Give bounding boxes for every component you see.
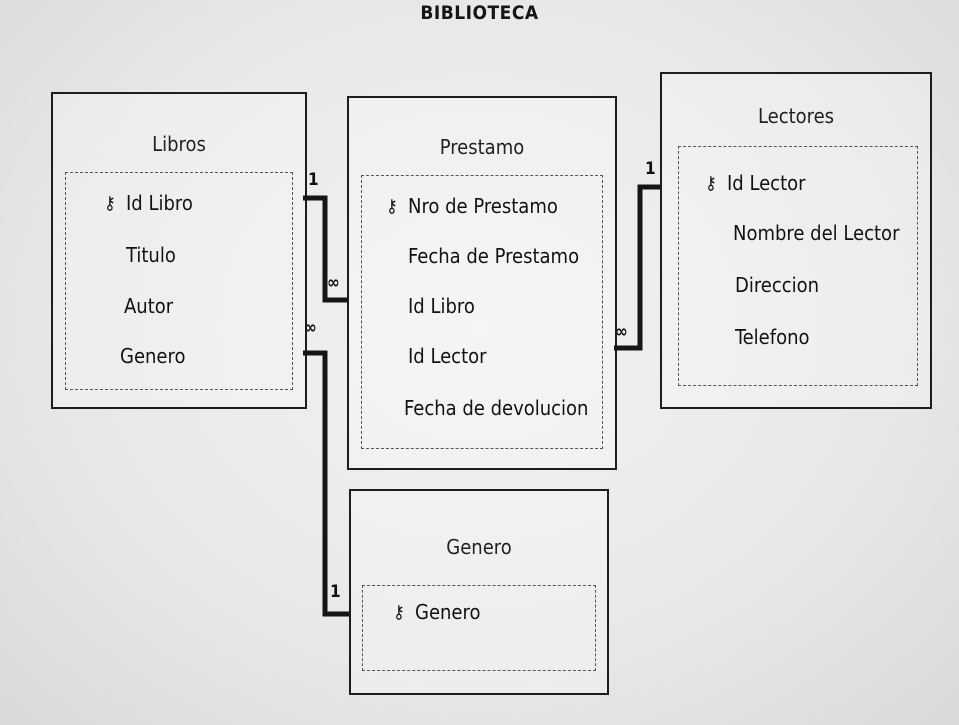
field-prestamo-nro-de-prestamo: ⚷Nro de Prestamo bbox=[386, 194, 558, 218]
relationship-libros-prestamo bbox=[303, 195, 347, 303]
cardinality-genero-one: 1 bbox=[330, 582, 341, 602]
table-prestamo-name: Prestamo bbox=[439, 135, 525, 159]
field-prestamo-fecha-de-prestamo: Fecha de Prestamo bbox=[408, 244, 580, 268]
relationship-genero-libros bbox=[303, 350, 349, 617]
field-lectores-id-lector: ⚷Id Lector bbox=[705, 171, 806, 195]
table-prestamo-fields: ⚷Nro de Prestamo Fecha de Prestamo Id Li… bbox=[361, 175, 603, 449]
table-lectores-fields: ⚷Id Lector Nombre del Lector Direccion T… bbox=[678, 146, 918, 386]
cardinality-lectores-one: 1 bbox=[645, 159, 656, 179]
field-lectores-telefono: Telefono bbox=[735, 325, 810, 349]
field-lectores-direccion: Direccion bbox=[735, 273, 820, 297]
field-prestamo-id-libro: Id Libro bbox=[408, 294, 475, 318]
relationship-lectores-prestamo bbox=[614, 184, 660, 351]
cardinality-libros-one: 1 bbox=[308, 170, 319, 190]
field-libros-titulo: Titulo bbox=[126, 243, 176, 267]
key-icon: ⚷ bbox=[104, 193, 116, 214]
table-genero-name: Genero bbox=[446, 535, 512, 559]
field-libros-id-libro: ⚷Id Libro bbox=[104, 191, 193, 215]
table-lectores: Lectores ⚷Id Lector Nombre del Lector Di… bbox=[660, 72, 932, 409]
table-genero: Genero ⚷Genero bbox=[349, 489, 609, 695]
field-libros-genero: Genero bbox=[120, 344, 186, 368]
key-icon: ⚷ bbox=[393, 602, 405, 623]
field-prestamo-fecha-de-devolucion: Fecha de devolucion bbox=[404, 396, 589, 420]
field-prestamo-id-lector: Id Lector bbox=[408, 344, 487, 368]
table-libros-name: Libros bbox=[152, 132, 206, 156]
diagram-title: BIBLIOTECA bbox=[420, 2, 539, 24]
field-lectores-nombre-del-lector: Nombre del Lector bbox=[733, 221, 900, 245]
cardinality-prestamo-many-lector: ∞ bbox=[615, 322, 628, 342]
key-icon: ⚷ bbox=[386, 196, 398, 217]
key-icon: ⚷ bbox=[705, 173, 717, 194]
table-genero-fields: ⚷Genero bbox=[362, 585, 596, 671]
cardinality-libros-many-genero: ∞ bbox=[304, 318, 317, 338]
field-libros-autor: Autor bbox=[124, 294, 174, 318]
table-libros: Libros ⚷Id Libro Titulo Autor Genero bbox=[51, 92, 307, 409]
cardinality-prestamo-many-libro: ∞ bbox=[327, 273, 340, 293]
table-prestamo: Prestamo ⚷Nro de Prestamo Fecha de Prest… bbox=[347, 96, 617, 470]
table-libros-fields: ⚷Id Libro Titulo Autor Genero bbox=[65, 172, 293, 390]
table-lectores-name: Lectores bbox=[757, 104, 835, 128]
field-genero-genero: ⚷Genero bbox=[393, 600, 481, 624]
